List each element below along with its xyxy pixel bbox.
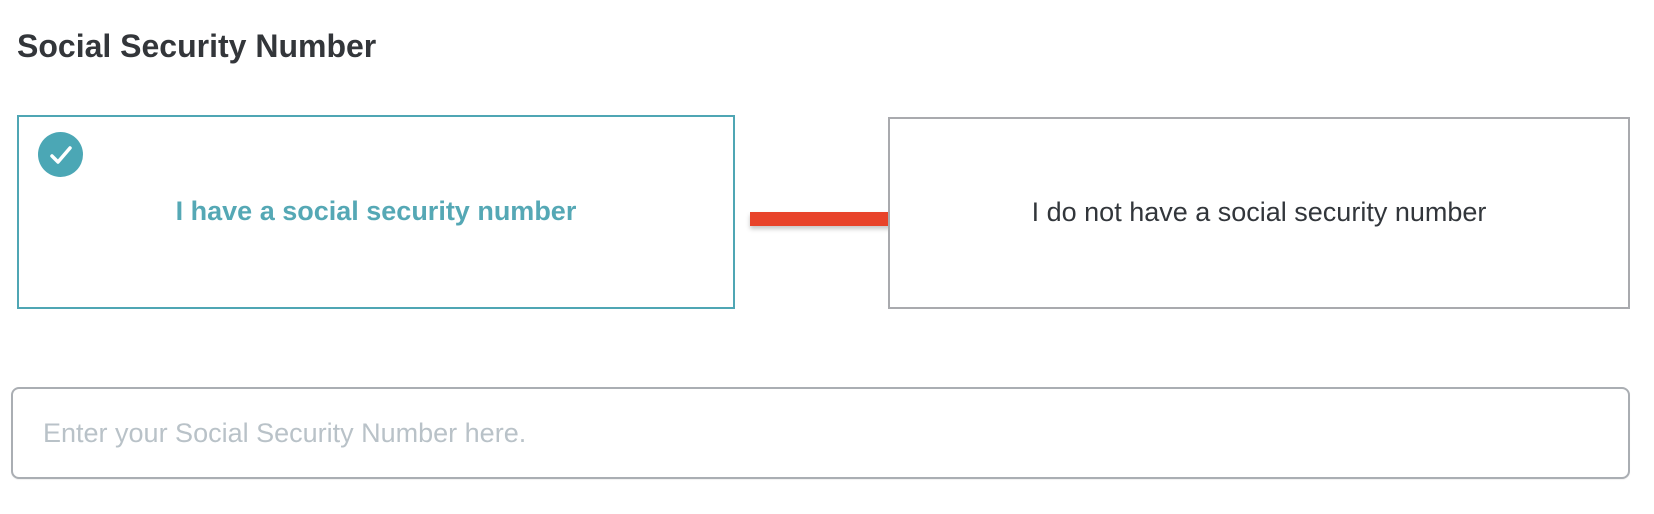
checkmark-icon [49,145,72,164]
option-no-ssn[interactable]: I do not have a social security number [888,117,1630,309]
ssn-input[interactable] [11,387,1630,479]
page-title: Social Security Number [17,28,377,65]
selected-check-badge [38,132,83,177]
option-have-ssn-label: I have a social security number [175,196,577,227]
option-no-ssn-label: I do not have a social security number [1031,197,1487,228]
option-have-ssn[interactable]: I have a social security number [17,115,735,309]
